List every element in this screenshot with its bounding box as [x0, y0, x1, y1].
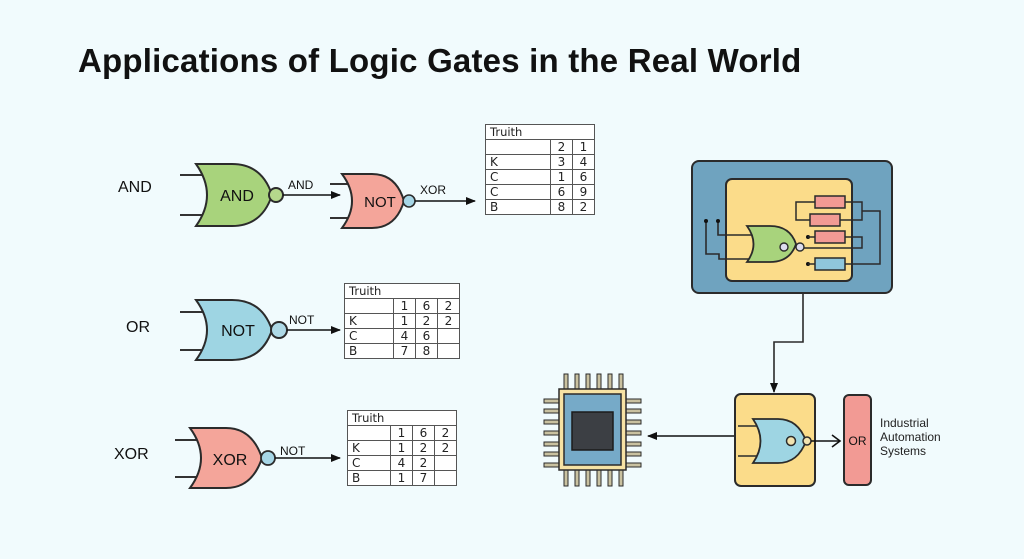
wire-label: NOT: [289, 313, 315, 327]
connector-arrow: [770, 294, 804, 393]
nand-gate-icon: [745, 225, 797, 263]
table-title: Truith: [344, 283, 460, 299]
gate-label: XOR: [213, 452, 248, 469]
wire-label: AND: [288, 178, 314, 192]
row-label-xor: XOR: [114, 446, 149, 463]
table-header-row: 1 6 2: [344, 298, 460, 314]
wire-label: XOR: [420, 183, 446, 197]
wire-label: NOT: [280, 444, 306, 458]
not-gate-body: [194, 299, 274, 361]
resistor-icon: [809, 213, 841, 227]
gate-not-row2: NOT NOT: [180, 299, 341, 361]
inversion-bubble: [268, 187, 284, 203]
microchip-icon: [543, 373, 642, 487]
table-title: Truith: [347, 410, 457, 426]
control-panel: [691, 160, 893, 294]
row-label-and: AND: [118, 179, 152, 196]
gate-label: AND: [220, 188, 254, 205]
table-title: Truith: [485, 124, 595, 140]
gate-not-row1: NOT XOR: [330, 173, 476, 229]
resistor-icon: [814, 230, 846, 244]
not-gate-body: [340, 173, 406, 229]
gate-and-row1: AND AND: [180, 163, 341, 227]
gate-block: [734, 393, 842, 487]
gate-label: NOT: [221, 323, 255, 340]
table-header-row: 2 1: [485, 139, 595, 155]
xor-gate-body: [188, 427, 264, 489]
gate-label: NOT: [364, 194, 396, 211]
nor-gate-icon: [751, 418, 807, 464]
page-title: Applications of Logic Gates in the Real …: [78, 42, 802, 79]
resistor-icon: [814, 195, 846, 209]
inversion-bubble: [260, 450, 276, 466]
table-header-row: 1 6 2: [347, 425, 457, 441]
output-block-label: OR: [849, 434, 867, 448]
application-description: Industrial Automation Systems: [880, 416, 941, 458]
gate-xor-row3: XOR NOT: [175, 427, 341, 489]
or-output-block: OR: [843, 394, 872, 486]
row-label-or: OR: [126, 319, 150, 336]
inversion-bubble: [270, 321, 288, 339]
resistor-icon: [814, 257, 846, 271]
and-gate-body: [194, 163, 274, 227]
inversion-bubble: [402, 194, 416, 208]
